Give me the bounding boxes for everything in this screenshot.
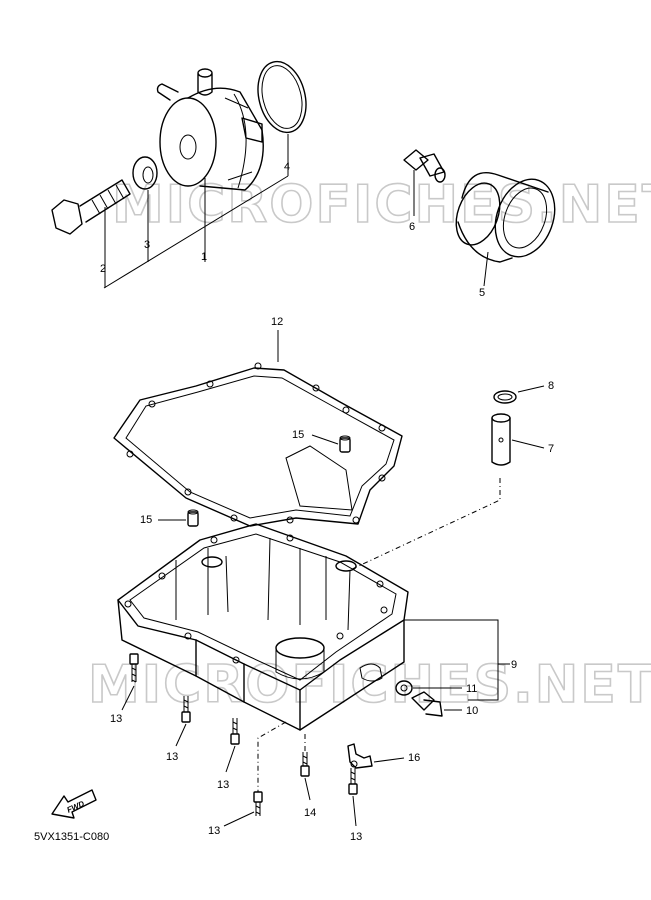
callout-4: 4 — [284, 161, 290, 173]
dowel-pin-lower — [187, 509, 199, 527]
drain-gasket — [395, 680, 413, 696]
oil-pan-gasket — [113, 362, 403, 527]
bolt-13-b — [181, 696, 191, 723]
callout-13-e: 13 — [350, 831, 362, 843]
callout-11: 11 — [466, 683, 477, 695]
callout-16: 16 — [408, 752, 420, 764]
oil-pan — [117, 523, 409, 731]
oil-filter — [455, 171, 556, 263]
callout-14: 14 — [304, 807, 316, 819]
dowel-pin-upper — [339, 435, 351, 453]
bolt-13-c — [230, 718, 240, 745]
oil-pipe-sleeve — [491, 413, 511, 466]
callout-13-d: 13 — [208, 825, 220, 837]
union-bolt — [51, 179, 131, 235]
callout-5: 5 — [479, 287, 485, 299]
bolt-13-a — [129, 653, 139, 683]
callout-13-b: 13 — [166, 751, 178, 763]
clamp — [347, 743, 373, 769]
callout-12: 12 — [271, 316, 283, 328]
watermark-top: MICROFICHES.NET — [112, 175, 651, 235]
callout-7: 7 — [548, 443, 554, 455]
callout-8: 8 — [548, 380, 554, 392]
o-ring — [257, 60, 307, 134]
fwd-arrow-icon: FWD — [51, 789, 97, 819]
bolt-13-e — [348, 768, 358, 795]
callout-15-upper: 15 — [292, 429, 304, 441]
callout-1: 1 — [201, 251, 207, 263]
pipe-fitting — [403, 149, 446, 183]
callout-9: 9 — [511, 659, 517, 671]
bolt-13-d — [253, 791, 263, 816]
small-o-ring — [493, 390, 517, 404]
callout-13-a: 13 — [110, 713, 122, 725]
callout-3: 3 — [144, 239, 150, 251]
washer — [132, 156, 158, 190]
callout-15-lower: 15 — [140, 514, 152, 526]
diagram-code: 5VX1351-C080 — [34, 831, 109, 843]
callout-10: 10 — [466, 705, 478, 717]
callout-13-c: 13 — [217, 779, 229, 791]
oil-cooler — [156, 68, 264, 191]
bolt-14 — [300, 752, 310, 777]
drain-plug — [411, 691, 443, 717]
callout-2: 2 — [100, 263, 106, 275]
callout-6: 6 — [409, 221, 415, 233]
